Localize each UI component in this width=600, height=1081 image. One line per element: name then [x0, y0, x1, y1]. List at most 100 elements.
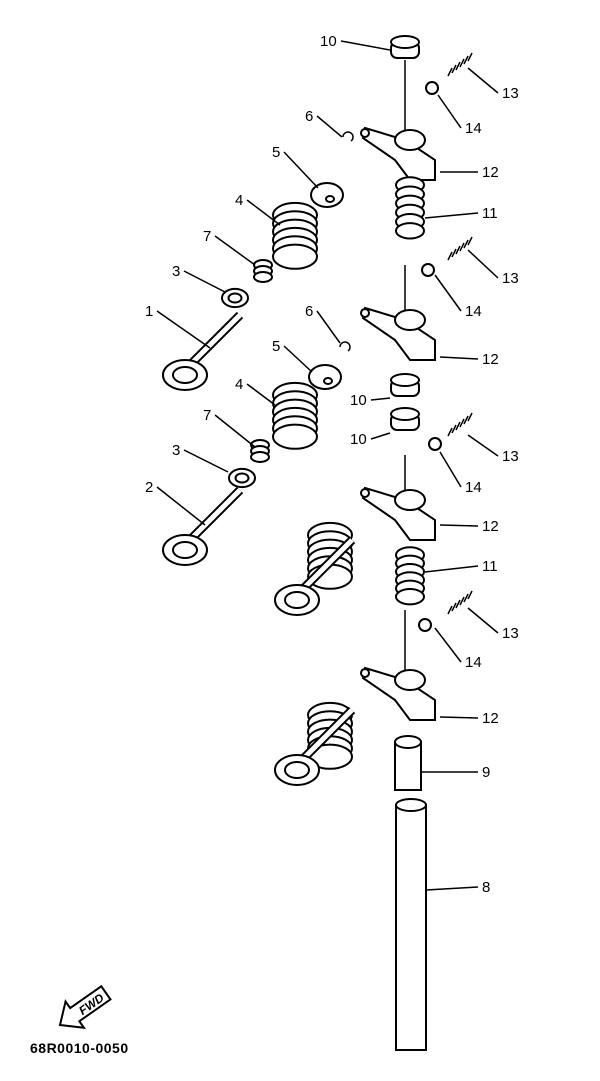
thread: [463, 239, 469, 249]
callout-10: 10: [320, 33, 391, 51]
callout-label: 7: [203, 228, 211, 245]
parts-layer: [162, 35, 473, 1051]
callout-label: 13: [502, 448, 519, 465]
spring: [395, 176, 425, 240]
leader-line: [439, 356, 479, 360]
callout-label: 12: [482, 164, 499, 181]
callout-label: 6: [305, 303, 313, 320]
leader-line: [316, 115, 343, 138]
callout-label: 13: [502, 85, 519, 102]
callout-label: 12: [482, 518, 499, 535]
retainer-body: [310, 182, 344, 208]
rocker-pivot: [394, 489, 426, 511]
callout-12: 12: [439, 351, 499, 368]
leader-line: [246, 199, 281, 226]
valve: [274, 706, 356, 786]
callout-3: 3: [172, 263, 226, 293]
callout-label: 14: [465, 120, 482, 137]
leader-line: [214, 235, 256, 266]
callout-label: 10: [350, 392, 367, 409]
leader-line: [434, 627, 462, 663]
callout-5: 5: [272, 338, 313, 373]
rocker-arm: [360, 126, 436, 181]
callout-13: 13: [467, 249, 519, 287]
thread: [451, 602, 457, 612]
callout-10: 10: [350, 431, 391, 448]
callout-7: 7: [203, 407, 256, 448]
thread: [467, 236, 473, 246]
leader-line: [434, 274, 462, 312]
leader-line: [467, 434, 499, 457]
thread: [459, 596, 465, 606]
thread: [455, 421, 461, 431]
leader-line: [467, 607, 499, 634]
washer-inner: [234, 472, 250, 484]
thread: [447, 427, 453, 437]
thread: [463, 415, 469, 425]
cap-top: [390, 407, 420, 421]
callout-label: 6: [305, 108, 313, 125]
valve: [162, 311, 244, 391]
callout-7: 7: [203, 228, 256, 266]
callout-14: 14: [439, 451, 482, 496]
washer: [221, 287, 249, 309]
thread: [459, 418, 465, 428]
leader-line: [283, 151, 319, 189]
thread: [451, 64, 457, 74]
callout-5: 5: [272, 144, 319, 189]
rocker-arm: [360, 486, 436, 541]
leader-line: [156, 486, 206, 526]
leader-line: [183, 270, 226, 293]
thread: [451, 248, 457, 258]
thread: [463, 593, 469, 603]
leader-line: [439, 716, 479, 719]
spring-retainer: [310, 182, 344, 208]
rocker-arm: [360, 666, 436, 721]
adjust-screw: [447, 590, 473, 615]
thread: [467, 590, 473, 600]
leader-line: [467, 249, 499, 279]
thread: [447, 251, 453, 261]
leader-line: [370, 397, 391, 401]
callout-label: 14: [465, 654, 482, 671]
thread: [467, 412, 473, 422]
callout-label: 7: [203, 407, 211, 424]
washer: [228, 467, 256, 489]
callout-11: 11: [424, 558, 498, 575]
spring-coil: [250, 451, 270, 463]
leader-line: [283, 345, 313, 373]
spring: [250, 439, 270, 463]
callout-4: 4: [235, 192, 281, 226]
valve-cap: [390, 35, 420, 59]
callout-12: 12: [439, 518, 499, 535]
callout-label: 1: [145, 303, 153, 320]
leader-line: [439, 451, 462, 488]
thread: [451, 424, 457, 434]
thread: [455, 599, 461, 609]
rocker-pivot: [394, 129, 426, 151]
callout-3: 3: [172, 442, 229, 473]
callout-label: 12: [482, 710, 499, 727]
spring: [272, 201, 318, 270]
thread: [459, 58, 465, 68]
spring: [395, 546, 425, 606]
leader-line: [214, 414, 256, 448]
callout-14: 14: [434, 627, 482, 671]
callout-label: 3: [172, 263, 180, 280]
callout-label: 5: [272, 338, 280, 355]
thread: [463, 55, 469, 65]
callout-label: 13: [502, 625, 519, 642]
cap-top: [390, 373, 420, 387]
spring-coil: [272, 423, 318, 450]
callout-14: 14: [434, 274, 482, 320]
lock-nut: [428, 437, 442, 451]
rocker-screw: [360, 668, 370, 678]
adjust-screw: [447, 52, 473, 77]
leader-line: [370, 432, 391, 440]
valve: [274, 536, 356, 616]
rocker-screw: [360, 308, 370, 318]
callout-label: 13: [502, 270, 519, 287]
callout-label: 5: [272, 144, 280, 161]
callout-label: 4: [235, 376, 243, 393]
